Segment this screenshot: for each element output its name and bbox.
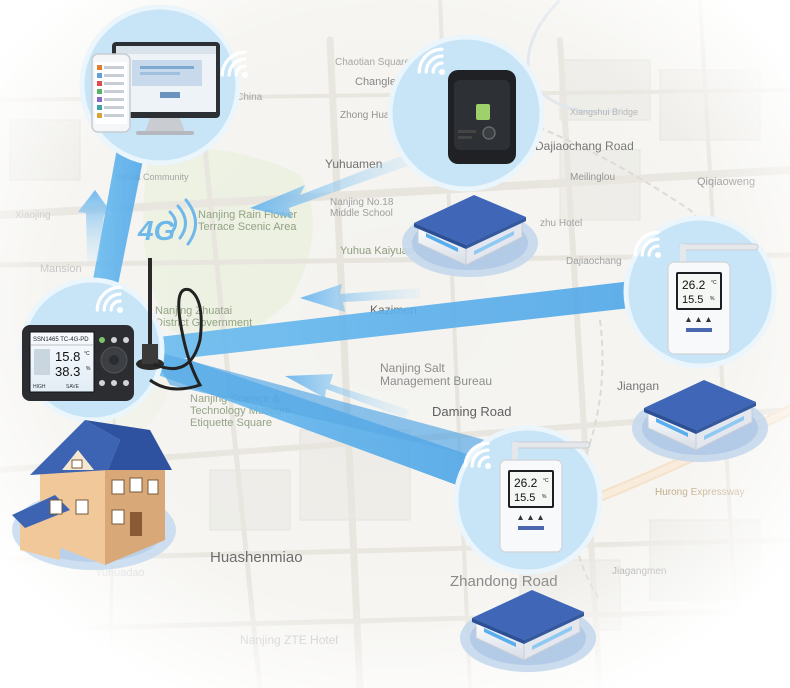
- logger-led-icon: [476, 104, 490, 120]
- arrow-4g-up: [78, 190, 113, 262]
- gateway-temp-unit: °C: [84, 351, 90, 357]
- direction-arrows: [78, 145, 430, 418]
- sensor-hum-unit: %: [710, 296, 715, 302]
- gateway-temperature: 15.8: [55, 349, 80, 364]
- gateway-hum-unit: %: [86, 366, 91, 372]
- wifi-icons: [95, 47, 661, 469]
- sensor-device-east: 26.2 °C 15.5%: [667, 243, 759, 355]
- warehouse-icon: [632, 380, 768, 462]
- gateway-humidity: 38.3: [55, 364, 80, 379]
- warehouse-icon: [460, 590, 596, 672]
- gateway-device: SSN1465 TC-4G-PD 15.8 °C 38.3 % HIGH SAV…: [22, 258, 203, 401]
- wifi-icon-sensor-east: [633, 230, 661, 258]
- sensor-humidity: 15.5: [682, 294, 703, 306]
- sensor-hum-unit: %: [542, 494, 547, 500]
- label-4g-text: 4G: [137, 215, 175, 246]
- smartphone-icon: [91, 53, 131, 133]
- wifi-icon-logger: [417, 47, 445, 75]
- warehouses: [402, 195, 768, 672]
- sensor-temp-unit: °C: [543, 478, 549, 484]
- sensor-temp-unit: °C: [711, 280, 717, 286]
- sensor-device-south: 26.2 °C 15.5%: [499, 441, 591, 553]
- sensor-temperature: 26.2: [514, 476, 538, 490]
- sensor-button-icon: [696, 317, 701, 322]
- beam-gateway-to-monitor: [92, 132, 148, 285]
- gateway-keypad: [99, 337, 129, 386]
- gateway-footer-left: HIGH: [33, 384, 46, 390]
- sensor-button-icon: [538, 515, 543, 520]
- warehouse-icon: [402, 195, 538, 277]
- arrow-kazimen: [300, 284, 420, 312]
- gateway-screen-header: SSN1465 TC-4G-PD: [33, 337, 89, 343]
- monitor-and-phone: [91, 42, 220, 135]
- antenna-icon: [148, 258, 152, 346]
- 4g-wave-icon: [168, 210, 177, 234]
- beam-sensor-east-to-gateway: [150, 280, 648, 362]
- arrow-logger-to-monitor: [250, 145, 430, 218]
- label-4g: 4G: [137, 198, 197, 246]
- data-logger-device: [448, 70, 516, 164]
- house-icon: [12, 420, 176, 570]
- arrow-daming: [285, 374, 410, 418]
- sensor-humidity: 15.5: [514, 492, 535, 504]
- signal-beams: [92, 132, 648, 490]
- wifi-icon-gateway: [95, 285, 123, 313]
- sensor-button-icon: [528, 515, 533, 520]
- beam-gateway-to-sensor-large: [150, 350, 500, 462]
- sensor-button-icon: [518, 515, 523, 520]
- sensor-logo-icon: [518, 526, 544, 530]
- gateway-footer-right: SAVE: [66, 384, 80, 390]
- desktop-monitor-icon: [112, 42, 220, 135]
- logger-button-icon: [482, 126, 496, 140]
- sensor-logo-icon: [686, 328, 712, 332]
- wifi-icon-monitor: [220, 50, 248, 78]
- sensor-button-icon: [706, 317, 711, 322]
- wifi-icon-sensor-south: [463, 441, 491, 469]
- sensor-button-icon: [686, 317, 691, 322]
- sensor-temperature: 26.2: [682, 278, 706, 292]
